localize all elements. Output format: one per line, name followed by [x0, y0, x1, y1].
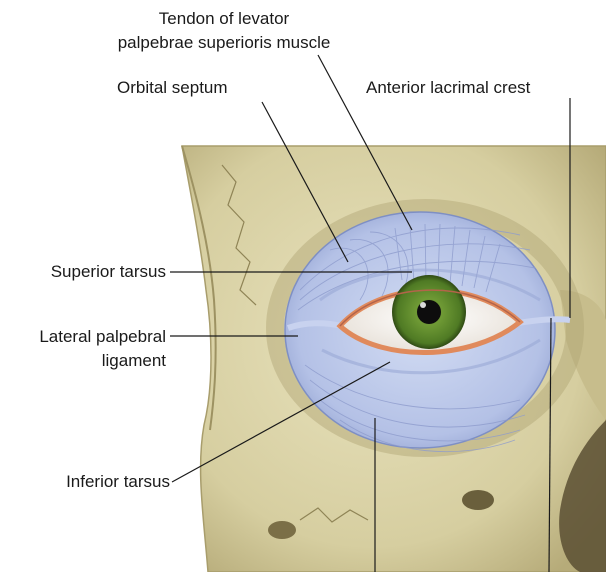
label-anterior-lacrimal-crest: Anterior lacrimal crest — [366, 77, 530, 98]
label-lateral-palpebral-line2: ligament — [0, 350, 166, 371]
label-superior-tarsus: Superior tarsus — [0, 261, 166, 282]
label-tendon-line2: palpebrae superioris muscle — [74, 32, 374, 53]
label-orbital-septum: Orbital septum — [117, 77, 228, 98]
label-tendon-line1: Tendon of levator — [124, 8, 324, 29]
label-inferior-tarsus: Inferior tarsus — [0, 471, 170, 492]
label-lateral-palpebral-line1: Lateral palpebral — [0, 326, 166, 347]
